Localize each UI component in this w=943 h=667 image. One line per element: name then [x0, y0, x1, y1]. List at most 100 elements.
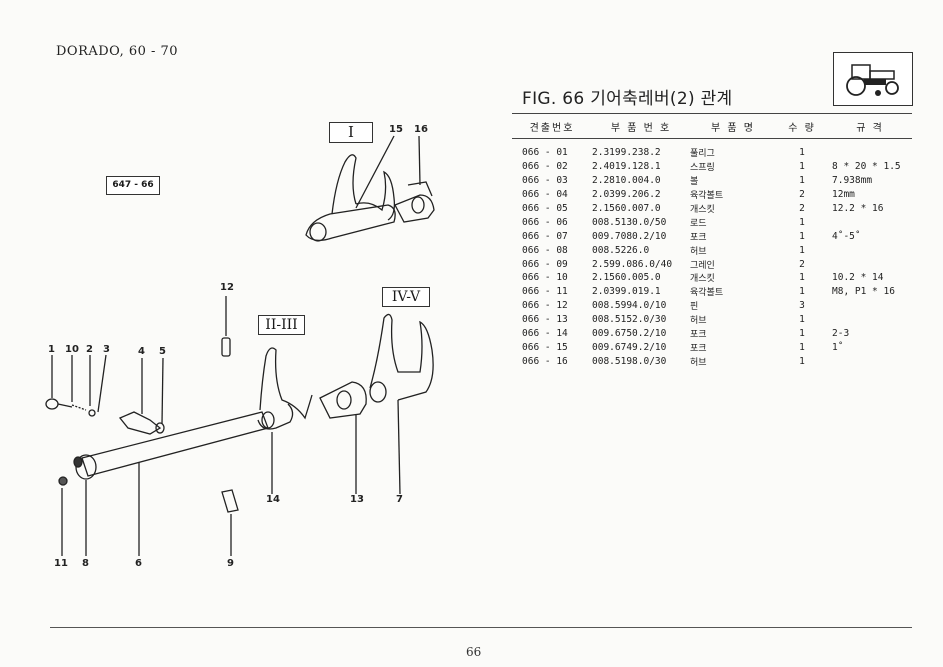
cell-qty: 3: [799, 300, 805, 312]
cell-part-name: 허브: [690, 316, 707, 327]
table-row: 066 - 05 2.1560.007.0 개스킷 2 12.2 * 16: [512, 202, 912, 216]
table-row: 066 - 13 008.5152.0/30 허브 1: [512, 313, 912, 327]
footer-rule: [50, 627, 912, 628]
cell-part-name: 로드: [690, 218, 707, 229]
cell-qty: 2: [799, 203, 805, 214]
cell-spec: 2-3: [832, 328, 850, 340]
cell-qty: 2: [799, 189, 805, 201]
cell-ref-no: 066 - 07: [522, 230, 568, 242]
cell-part-no: 008.5994.0/10: [592, 300, 667, 312]
cell-part-no: 009.6749.2/10: [592, 341, 667, 353]
cell-qty: 1: [799, 272, 805, 284]
parts-table-header: 견출번호 부 품 번 호 부 품 명 수 량 규 격: [512, 113, 912, 139]
cell-part-name: 핀: [690, 302, 699, 313]
cell-qty: 1: [799, 355, 805, 367]
cell-qty: 2: [799, 258, 805, 270]
figure-reference-code: 647 - 66: [106, 176, 160, 195]
cell-part-name: 허브: [690, 246, 707, 257]
cell-part-no: 2.2810.004.0: [592, 175, 661, 187]
callout-7: 7: [396, 494, 403, 505]
callout-1: 1: [48, 344, 55, 355]
cell-qty: 1: [799, 341, 805, 353]
cell-spec: M8, P1 * 16: [832, 286, 895, 298]
cell-spec: [828, 299, 912, 313]
cell-ref-no: 066 - 09: [522, 258, 568, 270]
cell-ref-no: 066 - 16: [522, 355, 568, 367]
callout-15: 15: [389, 124, 403, 135]
cell-qty: 1: [799, 216, 805, 228]
group-label-i: I: [329, 122, 373, 143]
callout-5: 5: [159, 346, 166, 357]
cell-qty: 1: [799, 314, 805, 326]
cell-part-no: 2.1560.007.0: [592, 203, 661, 214]
page-number: 66: [466, 645, 482, 659]
callout-12: 12: [220, 282, 234, 293]
callout-10: 10: [65, 344, 79, 355]
cell-part-no: 2.599.086.0/40: [592, 258, 673, 270]
cell-ref-no: 066 - 15: [522, 341, 568, 353]
cell-part-name: 볼: [690, 177, 699, 188]
cell-part-no: 009.7080.2/10: [592, 230, 667, 242]
cell-spec: 10.2 * 14: [832, 272, 884, 284]
cell-qty: 1: [799, 230, 805, 242]
cell-part-name: 개스킷: [690, 274, 715, 285]
cell-qty: 1: [799, 147, 805, 159]
table-row: 066 - 03 2.2810.004.0 볼 1 7.938mm: [512, 174, 912, 188]
cell-qty: 1: [799, 244, 805, 256]
cell-part-name: 풀리그: [690, 149, 715, 160]
table-row: 066 - 09 2.599.086.0/40 그레인 2: [512, 257, 912, 271]
cell-qty: 1: [799, 161, 805, 173]
cell-part-no: 2.1560.005.0: [592, 272, 661, 284]
tractor-icon: [833, 52, 913, 106]
cell-part-no: 008.5152.0/30: [592, 314, 667, 326]
cell-qty: 1: [799, 175, 805, 187]
col-header-qty: 수 량: [776, 113, 828, 139]
cell-ref-no: 066 - 05: [522, 203, 568, 214]
col-header-part-no: 부 품 번 호: [592, 113, 690, 139]
callout-9: 9: [227, 558, 234, 569]
cell-spec: [828, 215, 912, 229]
figure-title: FIG. 66 기어축레버(2) 관계: [522, 89, 733, 109]
cell-part-no: 2.0399.206.2: [592, 189, 661, 201]
cell-part-name: 포크: [690, 343, 707, 354]
cell-spec: 8 * 20 * 1.5: [832, 161, 901, 173]
cell-ref-no: 066 - 04: [522, 189, 568, 201]
cell-part-name: 포크: [690, 330, 707, 341]
cell-ref-no: 066 - 08: [522, 244, 568, 256]
table-row: 066 - 15 009.6749.2/10 포크 1 1˚: [512, 340, 912, 354]
cell-part-no: 009.6750.2/10: [592, 328, 667, 340]
cell-ref-no: 066 - 03: [522, 175, 568, 187]
cell-spec: [828, 243, 912, 257]
cell-part-name: 개스킷: [690, 205, 715, 215]
cell-part-name: 육각볼트: [690, 191, 724, 202]
cell-qty: 1: [799, 286, 805, 298]
cell-part-name: 그레인: [690, 260, 715, 271]
callout-13: 13: [350, 494, 364, 505]
cell-spec: 12mm: [832, 189, 855, 201]
cell-part-no: 2.3199.238.2: [592, 147, 661, 159]
col-header-ref-no: 견출번호: [512, 113, 592, 139]
cell-spec: 7.938mm: [832, 175, 873, 187]
cell-ref-no: 066 - 06: [522, 216, 568, 228]
callout-16: 16: [414, 124, 428, 135]
cell-spec: [828, 257, 912, 271]
model-header: DORADO, 60 - 70: [56, 44, 179, 59]
cell-ref-no: 066 - 13: [522, 314, 568, 326]
cell-part-no: 2.0399.019.1: [592, 286, 661, 298]
cell-spec: [828, 313, 912, 327]
cell-spec: 12.2 * 16: [832, 203, 884, 214]
cell-part-name: 허브: [690, 357, 707, 368]
cell-spec: 1˚: [832, 341, 844, 353]
cell-ref-no: 066 - 11: [522, 286, 568, 298]
group-label-iv-v: IV-V: [382, 287, 430, 307]
